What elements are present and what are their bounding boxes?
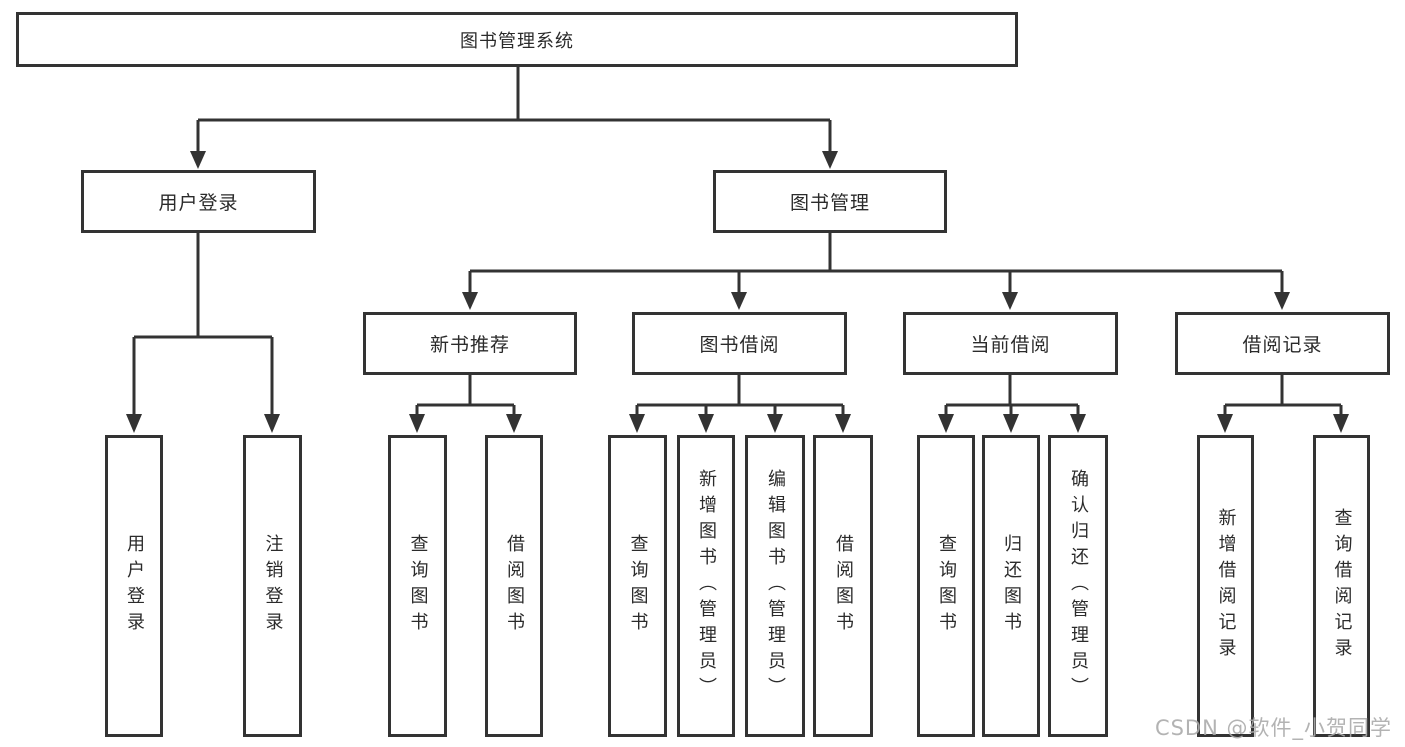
leaf-query-books-2: 查询图书	[608, 435, 667, 737]
leaf-logout: 注销登录	[243, 435, 302, 737]
leaf-add-books-admin: 新增图书（管理员）	[677, 435, 735, 737]
node-new-book-recommend: 新书推荐	[363, 312, 577, 375]
node-current-borrowing: 当前借阅	[903, 312, 1118, 375]
leaf-query-books-2-label: 查询图书	[627, 534, 649, 638]
node-borrowing-records: 借阅记录	[1175, 312, 1390, 375]
leaf-borrow-books-1-label: 借阅图书	[504, 534, 525, 638]
leaf-query-books-1-label: 查询图书	[407, 534, 429, 638]
node-book-borrowing: 图书借阅	[632, 312, 847, 375]
leaf-return-books: 归还图书	[982, 435, 1040, 737]
leaf-borrow-books-2: 借阅图书	[813, 435, 873, 737]
arrowheads	[126, 151, 1349, 433]
node-user-login-label: 用户登录	[158, 192, 239, 214]
leaf-confirm-return-admin: 确认归还（管理员）	[1048, 435, 1108, 737]
node-root-label: 图书管理系统	[460, 30, 574, 52]
leaf-query-borrow-record-label: 查询借阅记录	[1331, 508, 1353, 664]
leaf-query-books-3: 查询图书	[917, 435, 975, 737]
leaf-query-borrow-record: 查询借阅记录	[1313, 435, 1370, 737]
node-root-library-system: 图书管理系统	[16, 12, 1018, 67]
node-borrowing-records-label: 借阅记录	[1242, 334, 1323, 356]
leaf-borrow-books-1: 借阅图书	[485, 435, 543, 737]
leaf-return-books-label: 归还图书	[1001, 534, 1022, 638]
leaf-query-books-1: 查询图书	[388, 435, 447, 737]
leaf-user-login-label: 用户登录	[124, 534, 145, 638]
leaf-user-login: 用户登录	[105, 435, 163, 737]
leaf-confirm-return-admin-label: 确认归还（管理员）	[1068, 469, 1089, 703]
node-new-book-recommend-label: 新书推荐	[429, 334, 510, 356]
node-current-borrowing-label: 当前借阅	[970, 334, 1051, 356]
node-book-borrowing-label: 图书借阅	[699, 334, 780, 356]
leaf-edit-books-admin-label: 编辑图书（管理员）	[765, 469, 786, 703]
leaf-edit-books-admin: 编辑图书（管理员）	[745, 435, 805, 737]
leaf-add-borrow-record-label: 新增借阅记录	[1215, 508, 1237, 664]
node-user-login: 用户登录	[81, 170, 316, 233]
csdn-watermark: CSDN @软件_小贺同学	[1154, 716, 1392, 740]
leaf-query-books-3-label: 查询图书	[936, 534, 957, 638]
node-book-management-label: 图书管理	[789, 192, 870, 214]
node-book-management: 图书管理	[713, 170, 947, 233]
leaf-add-borrow-record: 新增借阅记录	[1197, 435, 1254, 737]
leaf-logout-label: 注销登录	[262, 534, 284, 638]
leaf-borrow-books-2-label: 借阅图书	[833, 534, 854, 638]
leaf-add-books-admin-label: 新增图书（管理员）	[696, 469, 717, 703]
